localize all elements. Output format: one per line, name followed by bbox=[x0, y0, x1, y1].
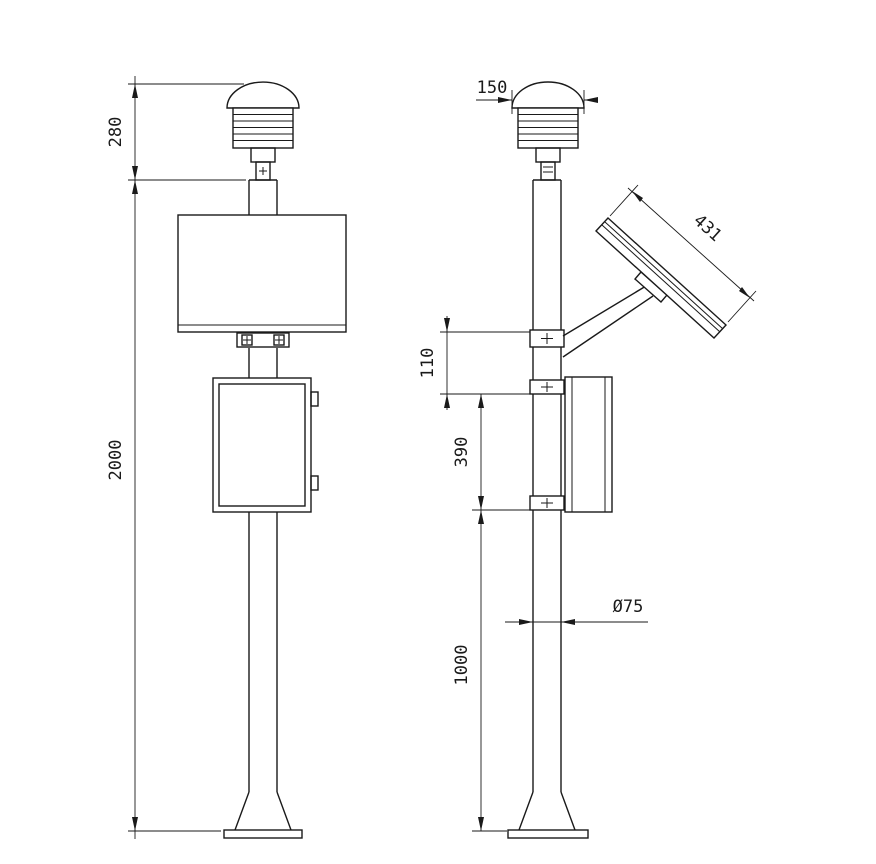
dim-arrow bbox=[478, 510, 484, 524]
side-radiation-shield-louvers bbox=[518, 114, 578, 141]
dim-arrow bbox=[132, 180, 138, 194]
side-pole-outline bbox=[532, 179, 562, 792]
side-extension-lines bbox=[440, 331, 530, 832]
solar-panel-strut bbox=[562, 285, 654, 358]
dim-arrow bbox=[632, 191, 643, 202]
side-clamp-solar bbox=[529, 329, 565, 348]
dim-arrow bbox=[444, 318, 450, 332]
side-view bbox=[507, 81, 727, 839]
dim-arrow bbox=[584, 97, 598, 103]
side-control-box bbox=[564, 376, 613, 513]
solar-panel-layer-lines bbox=[601, 221, 724, 333]
dim-arrow bbox=[739, 287, 750, 298]
front-display-bracket-bolt-left bbox=[241, 334, 253, 346]
front-radiation-shield-louvers bbox=[233, 114, 293, 141]
dim-arrow bbox=[498, 97, 512, 103]
side-control-box-lines bbox=[571, 377, 606, 512]
solar-length-extension-lines bbox=[609, 184, 757, 323]
side-sensor-dome bbox=[511, 81, 585, 109]
front-sensor-neck-upper bbox=[250, 147, 276, 163]
side-dimensions: 150 431 110 390 1000 Ø75 bbox=[418, 78, 757, 832]
front-display-panel bbox=[177, 214, 347, 333]
front-control-box-hinge-top bbox=[310, 391, 319, 407]
dim-upper-bracket-spacing-label: 110 bbox=[418, 348, 438, 379]
front-display-bracket-bolt-right bbox=[273, 334, 285, 346]
side-sensor-neck-upper bbox=[535, 147, 561, 163]
dim-sensor-width-label: 150 bbox=[477, 78, 508, 98]
dim-sensor-height-label: 280 bbox=[106, 117, 126, 148]
dim-arrow bbox=[519, 619, 533, 625]
front-view bbox=[177, 81, 347, 839]
front-display-bracket bbox=[236, 332, 290, 348]
dim-arrow bbox=[132, 84, 138, 98]
front-dimensions: 280 2000 bbox=[106, 76, 246, 839]
dim-lower-section-height-label: 1000 bbox=[452, 645, 472, 686]
dim-arrow bbox=[478, 394, 484, 408]
front-base-flare bbox=[234, 791, 292, 831]
front-control-box-hinge-bottom bbox=[310, 475, 319, 491]
dim-arrow bbox=[478, 817, 484, 831]
front-extension-lines bbox=[128, 83, 246, 832]
dim-arrow bbox=[132, 817, 138, 831]
side-clamp-box-top bbox=[529, 379, 565, 395]
dim-pole-height-label: 2000 bbox=[106, 440, 126, 481]
sensor-width-extension-lines bbox=[511, 90, 585, 114]
side-sensor-neck-lower bbox=[540, 161, 556, 181]
dim-arrow bbox=[478, 496, 484, 510]
front-control-box bbox=[212, 377, 312, 513]
front-sensor-screw-mark bbox=[259, 167, 267, 175]
front-sensor-neck-lower bbox=[255, 161, 271, 181]
front-display-bracket-bolt-crosses bbox=[243, 336, 283, 344]
front-control-box-door bbox=[218, 383, 306, 507]
side-clamp-box-bottom bbox=[529, 495, 565, 511]
dim-box-bracket-spacing-label: 390 bbox=[452, 437, 472, 468]
side-clamp-bolt-crosses bbox=[541, 333, 553, 508]
dim-arrow bbox=[444, 394, 450, 408]
solar-length-dimension-line bbox=[627, 187, 755, 302]
dim-arrow bbox=[132, 166, 138, 180]
front-sensor-dome bbox=[226, 81, 300, 109]
dim-arrow bbox=[561, 619, 575, 625]
side-base-flare bbox=[518, 791, 576, 831]
dim-solar-panel-length-label: 431 bbox=[689, 211, 725, 246]
front-pole-outline bbox=[248, 179, 278, 792]
side-base-plate bbox=[507, 829, 589, 839]
dim-pole-diameter-label: Ø75 bbox=[613, 597, 644, 617]
side-sensor-neck-marks bbox=[543, 166, 553, 173]
front-base-plate bbox=[223, 829, 303, 839]
